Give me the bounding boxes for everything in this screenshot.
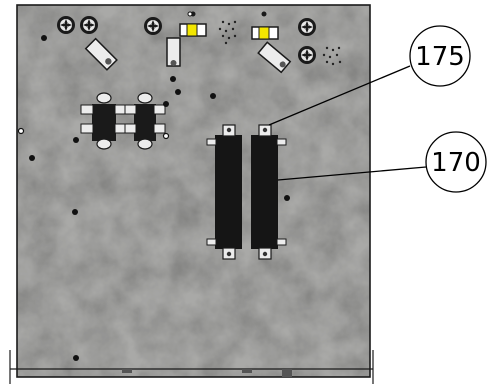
fastener-ring bbox=[187, 11, 193, 17]
callout-label: 175 bbox=[415, 42, 465, 72]
fastener bbox=[163, 101, 169, 107]
vertical-cartridge bbox=[166, 37, 181, 67]
capacitor-left bbox=[206, 124, 242, 260]
fastener bbox=[29, 155, 35, 161]
relay-right bbox=[124, 92, 166, 150]
bottom-tab bbox=[282, 369, 292, 377]
callout-bubble bbox=[425, 131, 487, 193]
fastener bbox=[72, 209, 78, 215]
leader-line bbox=[268, 65, 411, 126]
fastener-ring bbox=[162, 132, 170, 140]
yellow-jack-right bbox=[251, 11, 279, 40]
chassis-plate bbox=[9, 4, 374, 384]
fan-connector-icon bbox=[80, 16, 98, 34]
top-connectors bbox=[57, 11, 342, 74]
fan-connector-icon bbox=[298, 46, 316, 64]
angled-cartridge-right bbox=[257, 41, 292, 74]
fastener bbox=[41, 35, 47, 41]
fastener bbox=[73, 137, 79, 143]
bottom-tab bbox=[242, 369, 252, 373]
fan-connector-icon bbox=[57, 16, 75, 34]
fastener-ring bbox=[17, 127, 25, 135]
callout-label: 170 bbox=[431, 148, 481, 178]
capacitor-module bbox=[206, 124, 287, 260]
angled-cartridge-left bbox=[84, 37, 118, 71]
callout-bubble bbox=[409, 25, 471, 87]
callout-170: 170 bbox=[277, 131, 487, 193]
bottom-tab bbox=[122, 369, 132, 373]
callout-175: 175 bbox=[268, 25, 471, 126]
fastener bbox=[170, 76, 176, 82]
plate-outline bbox=[16, 4, 371, 378]
fastener bbox=[175, 89, 181, 95]
capacitor-right bbox=[251, 124, 287, 260]
plate-surface bbox=[17, 5, 370, 377]
fastener bbox=[210, 93, 216, 99]
fan-connector-icon bbox=[298, 18, 316, 36]
fastener bbox=[73, 355, 79, 361]
fasteners bbox=[17, 11, 290, 361]
leader-line bbox=[277, 166, 427, 181]
vent-dots bbox=[218, 20, 342, 66]
fastener bbox=[284, 195, 290, 201]
fan-connector-icon bbox=[144, 17, 162, 35]
